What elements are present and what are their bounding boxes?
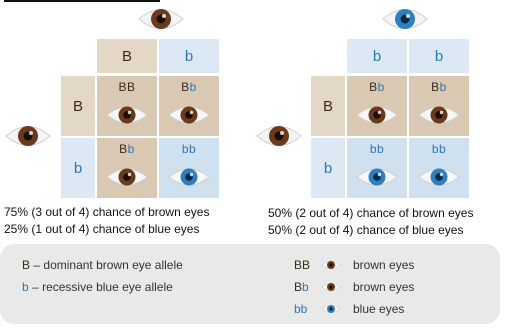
left-cell-Bb-1: Bb (159, 76, 219, 136)
legend-genotype-BB: BB (294, 258, 310, 272)
legend-genotype-Bb: Bb (294, 280, 309, 294)
left-stat-blue: 25% (1 out of 4) chance of blue eyes (4, 222, 199, 236)
legend-allele-recessive: b – recessive blue eye allele (22, 280, 173, 294)
right-cell-Bb-1: Bb (347, 76, 407, 136)
left-side-header-2: b (61, 138, 95, 198)
eye-brown-icon (355, 102, 399, 128)
right-cell-Bb-2: Bb (409, 76, 469, 136)
eye-brown-icon (105, 102, 149, 128)
parent-eye-blue-icon (381, 4, 429, 34)
title-underline (4, 0, 160, 2)
parent-eye-brown-icon (137, 4, 185, 34)
eye-brown-icon (321, 259, 341, 271)
eye-blue-icon (167, 164, 211, 190)
right-side-header-2: b (311, 138, 345, 198)
legend-panel: B – dominant brown eye allele b – recess… (0, 244, 500, 324)
eye-blue-icon (355, 164, 399, 190)
eye-brown-icon (105, 164, 149, 190)
right-top-header-1: b (347, 39, 407, 73)
legend-genotype-bb-text: blue eyes (353, 302, 404, 316)
right-cell-bb-2: bb (409, 138, 469, 198)
left-cell-Bb-2: Bb (97, 138, 157, 198)
left-side-header-1: B (61, 76, 95, 136)
left-stat-brown: 75% (3 out of 4) chance of brown eyes (4, 205, 209, 219)
parent-eye-brown-icon (255, 121, 303, 151)
left-top-header-2: b (159, 39, 219, 73)
right-top-header-2: b (409, 39, 469, 73)
left-cell-BB: BB (97, 76, 157, 136)
eye-brown-icon (321, 281, 341, 293)
right-stat-blue: 50% (2 out of 4) chance of blue eyes (268, 223, 463, 237)
left-cell-bb: bb (159, 138, 219, 198)
right-cell-bb-1: bb (347, 138, 407, 198)
parent-eye-brown-icon (4, 121, 52, 151)
eye-brown-icon (417, 102, 461, 128)
legend-genotype-bb: bb (294, 302, 307, 316)
eye-blue-icon (417, 164, 461, 190)
right-side-header-1: B (311, 76, 345, 136)
eye-blue-icon (321, 303, 341, 315)
legend-genotype-BB-text: brown eyes (353, 258, 414, 272)
left-top-header-1: B (97, 39, 157, 73)
eye-brown-icon (167, 102, 211, 128)
right-stat-brown: 50% (2 out of 4) chance of brown eyes (268, 206, 473, 220)
legend-genotype-Bb-text: brown eyes (353, 280, 414, 294)
legend-allele-dominant: B – dominant brown eye allele (22, 258, 183, 272)
